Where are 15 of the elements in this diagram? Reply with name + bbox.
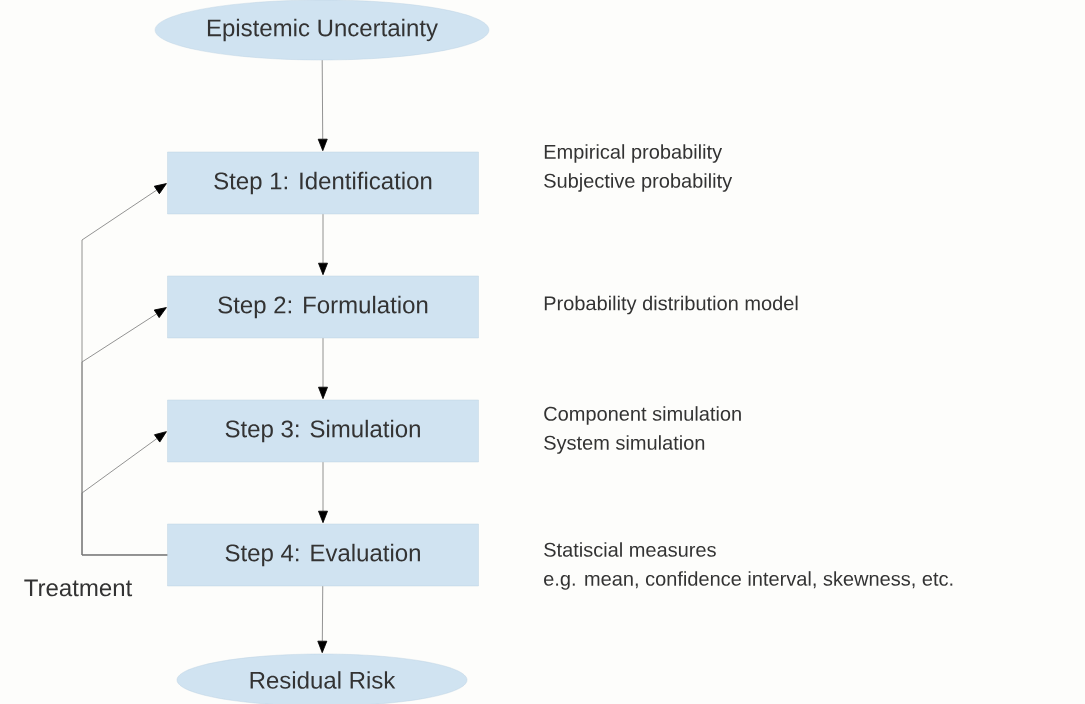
- step-box: Step 4: Evaluation: [167, 523, 479, 587]
- side-note: Component simulation System simulation: [544, 406, 741, 454]
- feedback-arrow: [81, 431, 168, 556]
- side-note: Empirical probability Subjective probability: [544, 144, 733, 192]
- side-label: Treatment: [24, 579, 133, 597]
- arrow: [318, 337, 328, 400]
- step-box: Step 2: Formulation: [167, 275, 479, 339]
- side-note: Statiscial measures e.g. mean, confidence interval, skewness, etc.: [544, 542, 953, 590]
- step-box: Step 1: Identification: [167, 151, 479, 215]
- arrow: [317, 585, 328, 654]
- arrow: [317, 59, 328, 152]
- arrow: [318, 213, 328, 276]
- arrow: [318, 461, 328, 524]
- side-note: Probability distribution model: [544, 295, 798, 315]
- step-box: Step 3: Simulation: [167, 399, 479, 463]
